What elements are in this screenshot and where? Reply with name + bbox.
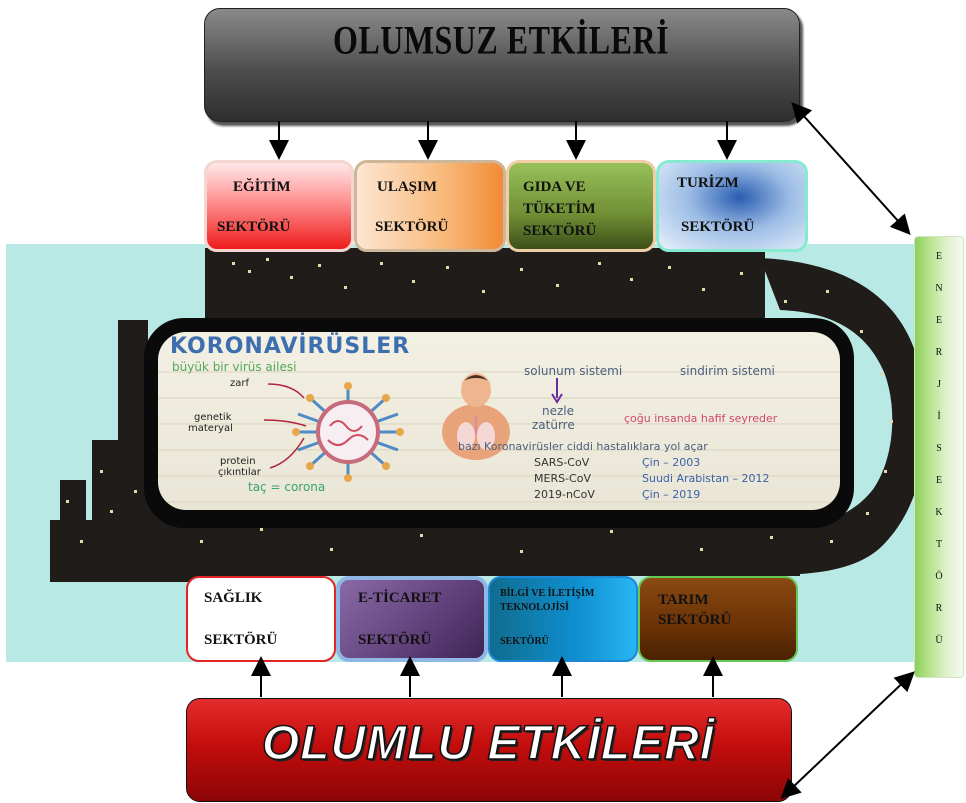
sector-ecommerce-suffix: SEKTÖRÜ <box>358 632 432 648</box>
energy-letter: J <box>937 379 941 390</box>
label-genetic-2: materyal <box>188 423 233 434</box>
sector-health: SAĞLIK SEKTÖRÜ <box>186 576 336 662</box>
table-row-3-place: Çin – 2019 <box>642 488 701 501</box>
label-protein-2: çıkıntılar <box>218 467 261 478</box>
sector-transport-name: ULAŞIM <box>377 179 438 195</box>
positive-effects-box <box>186 698 792 802</box>
energy-letter: N <box>935 283 943 294</box>
label-protein-1: protein <box>220 456 256 467</box>
sector-ecommerce-name: E-TİCARET <box>358 590 442 606</box>
sector-agriculture-name: TARIM <box>658 592 709 608</box>
corona-subtitle: büyük bir virüs ailesi <box>172 360 297 374</box>
sector-ict-suffix: SEKTÖRÜ <box>500 636 549 647</box>
label-genetic-1: genetik <box>194 412 232 423</box>
negative-effects-title: OLUMSUZ ETKİLERİ <box>332 17 670 63</box>
sector-food-suffix: SEKTÖRÜ <box>523 223 597 239</box>
table-row-1-place: Çin – 2003 <box>642 456 701 469</box>
sector-food-name-1: GIDA VE <box>523 179 586 195</box>
sector-energy: E N E R J İ S E K T Ö R Ü <box>914 236 964 678</box>
down-arrow-icon <box>551 378 563 404</box>
energy-letter: E <box>935 315 943 326</box>
sector-transport-suffix: SEKTÖRÜ <box>375 219 449 235</box>
label-digestive: sindirim sistemi <box>680 364 775 378</box>
label-respiratory: solunum sistemi <box>524 364 623 378</box>
sector-health-name: SAĞLIK <box>204 590 263 606</box>
positive-effects-title: OLUMLU ETKİLERİ <box>261 716 715 771</box>
label-pointer-arrows <box>263 383 307 469</box>
energy-letter: E <box>935 475 943 486</box>
energy-letter: K <box>935 507 943 518</box>
sector-ict-name-2: TEKNOLOJİSİ <box>500 602 569 613</box>
coronavirus-panel: KORONAVİRÜSLER büyük bir virüs ailesi za… <box>158 332 840 510</box>
energy-letter: R <box>935 347 943 358</box>
energy-letter: E <box>935 251 943 262</box>
sector-food: GIDA VE TÜKETİM SEKTÖRÜ <box>506 160 656 252</box>
label-envelope: zarf <box>230 378 250 389</box>
table-row-3-name: 2019-nCoV <box>534 488 595 501</box>
sector-transport: ULAŞIM SEKTÖRÜ <box>354 160 506 252</box>
sector-ict-name-1: BİLGİ VE İLETİŞİM <box>500 588 595 599</box>
sector-education-name: EĞİTİM <box>233 179 291 195</box>
energy-letter: R <box>935 603 943 614</box>
label-cold: nezle <box>542 404 575 418</box>
label-serious: bazı Koronavirüsler ciddi hastalıklara y… <box>458 440 708 453</box>
corona-title: KORONAVİRÜSLER <box>170 334 411 359</box>
sector-education: EĞİTİM SEKTÖRÜ <box>204 160 354 252</box>
label-pneumonia: zatürre <box>532 418 575 432</box>
sector-ecommerce: E-TİCARET SEKTÖRÜ <box>336 576 488 662</box>
energy-letter: İ <box>937 411 941 422</box>
sector-agriculture: TARIM SEKTÖRÜ <box>638 576 798 662</box>
sector-health-suffix: SEKTÖRÜ <box>204 632 278 648</box>
table-row-1-name: SARS-CoV <box>534 456 590 469</box>
energy-letter: T <box>935 539 943 550</box>
energy-letter: S <box>936 443 942 454</box>
label-mild: çoğu insanda hafif seyreder <box>624 412 778 425</box>
sector-agriculture-suffix: SEKTÖRÜ <box>658 612 732 628</box>
sector-ict: BİLGİ VE İLETİŞİM TEKNOLOJİSİ SEKTÖRÜ <box>488 576 638 662</box>
sector-education-suffix: SEKTÖRÜ <box>217 219 291 235</box>
sector-tourism-name: TURİZM <box>677 175 739 191</box>
label-crown: taç = corona <box>248 480 326 494</box>
sector-tourism: TURİZM SEKTÖRÜ <box>656 160 808 252</box>
sector-food-name-2: TÜKETİM <box>523 201 596 217</box>
table-row-2-place: Suudi Arabistan – 2012 <box>642 472 770 485</box>
virus-icon <box>292 382 404 482</box>
energy-letter: Ö <box>935 571 943 582</box>
sector-tourism-suffix: SEKTÖRÜ <box>681 219 755 235</box>
table-row-2-name: MERS-CoV <box>534 472 591 485</box>
person-lungs-icon <box>442 373 510 460</box>
energy-letter: Ü <box>935 635 943 646</box>
negative-effects-box <box>204 8 800 122</box>
